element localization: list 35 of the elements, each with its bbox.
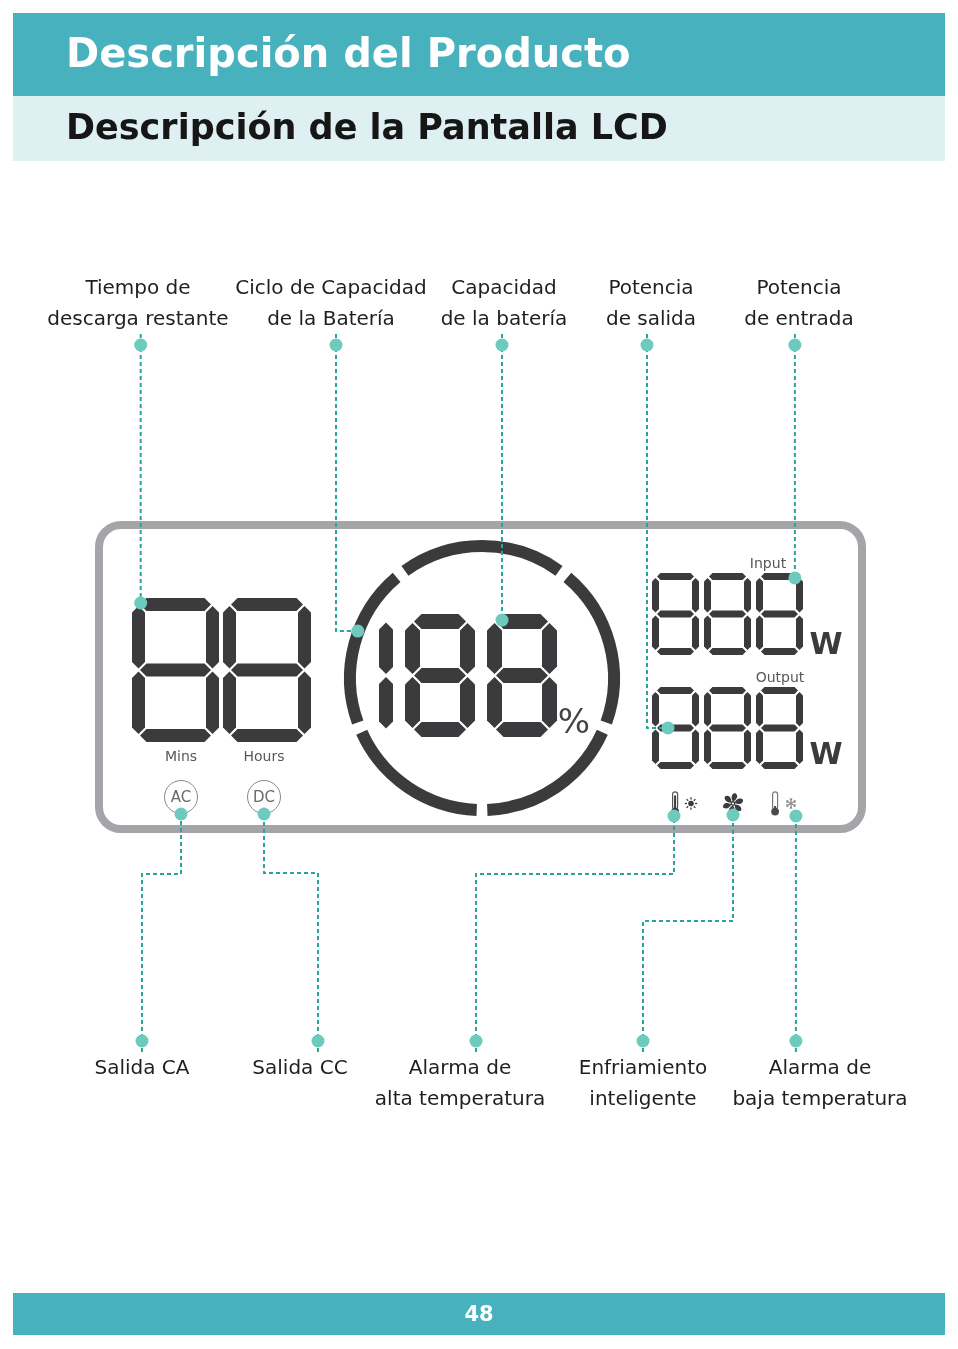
unit-label: W: [809, 737, 843, 771]
leader-line: [469, 809, 681, 1053]
unit-label: W: [809, 627, 843, 661]
display-label: Mins: [164, 747, 198, 765]
segmented-ring: [344, 540, 620, 816]
callout-label: Alarma de alta temperatura: [373, 1052, 547, 1114]
callout-label: Alarma de baja temperatura: [731, 1052, 909, 1114]
leader-line: [135, 807, 188, 1053]
seven-segment-display: [652, 573, 804, 655]
leader-line: [329, 333, 365, 638]
leader-line: [788, 333, 802, 585]
leader-line: [134, 333, 148, 610]
callout-label: Potencia de entrada: [743, 272, 855, 334]
unit-label: %: [557, 702, 591, 740]
display-label: Output: [755, 668, 805, 686]
seven-segment-digit: [132, 598, 219, 742]
callout-label: Capacidad de la batería: [439, 272, 569, 334]
leader-line: [636, 808, 740, 1053]
callout-label: Ciclo de Capacidad de la Batería: [234, 272, 428, 334]
subtitle: Descripción de la Pantalla LCD: [66, 106, 668, 149]
display-label: Input: [749, 554, 787, 572]
page-number: 48: [464, 1301, 494, 1327]
callout-label: Salida CC: [251, 1052, 349, 1083]
callout-label: Enfriamiento inteligente: [577, 1052, 709, 1114]
leader-line: [640, 333, 675, 735]
leader-line: [495, 333, 509, 627]
seven-segment-display: [652, 687, 804, 769]
thermometer-snowflake-icon: [768, 791, 798, 816]
callout-label: Salida CA: [93, 1052, 191, 1083]
callout-label: Potencia de salida: [604, 272, 698, 334]
display-label: Hours: [243, 747, 285, 765]
callout-label: Tiempo de descarga restante: [46, 272, 230, 334]
leader-line: [257, 807, 325, 1053]
leader-line: [789, 809, 803, 1053]
page-title: Descripción del Producto: [66, 29, 631, 77]
